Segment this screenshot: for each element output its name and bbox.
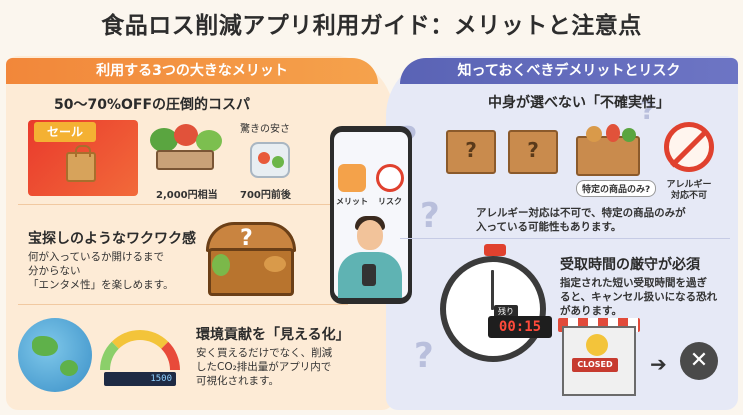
timer-tag: 残り bbox=[494, 305, 518, 318]
bento-tray-icon bbox=[156, 150, 214, 170]
vegetable-icon bbox=[272, 156, 284, 168]
tomato-icon bbox=[258, 152, 270, 164]
price-actual: 700円前後 bbox=[240, 190, 291, 201]
benefit-fun-desc: 何が入っているか開けるまで 分からない 「エンタメ性」を楽しめます。 bbox=[28, 251, 174, 291]
risks-heading: 知っておくべきデメリットとリスク bbox=[400, 58, 738, 84]
benefit-fun-title: 宝探しのようなワクワク感 bbox=[28, 231, 196, 247]
open-box-icon bbox=[576, 136, 640, 176]
vegetables-icon bbox=[150, 128, 178, 152]
question-mark-icon: ? bbox=[527, 138, 539, 162]
person-head bbox=[357, 220, 383, 250]
benefit-eco-title: 環境貢献を「見える化」 bbox=[196, 327, 350, 343]
bread-icon bbox=[586, 126, 602, 142]
no-allergy-icon bbox=[664, 122, 714, 172]
bottle-icon bbox=[606, 124, 620, 142]
risk-uncertainty-desc: アレルギー対応は不可で、特定の商品のみが 入っている可能性もあります。 bbox=[476, 207, 686, 233]
merits-heading: 利用する3つの大きなメリット bbox=[6, 58, 378, 84]
benefit-cost-title: 50～70%OFFの圧倒的コスパ bbox=[54, 97, 251, 113]
divider bbox=[18, 204, 348, 205]
sad-face-icon bbox=[586, 334, 608, 356]
stopwatch-button bbox=[484, 244, 506, 256]
price-equivalent: 2,000円相当 bbox=[156, 190, 218, 201]
divider bbox=[400, 238, 730, 239]
question-mark-icon: ? bbox=[420, 196, 440, 236]
risk-label: リスク bbox=[378, 197, 402, 206]
food-bag-icon bbox=[250, 142, 290, 178]
question-mark-icon: ? bbox=[414, 336, 434, 376]
closed-sign: CLOSED bbox=[572, 358, 618, 372]
bread-icon bbox=[264, 256, 286, 272]
arrow-right-icon: ➔ bbox=[650, 352, 667, 376]
vegetable-icon bbox=[622, 128, 636, 142]
co2-gauge-icon bbox=[100, 330, 180, 370]
timer-display: 00:15 bbox=[488, 316, 552, 338]
avocado-icon bbox=[212, 254, 230, 276]
stopwatch-hand bbox=[491, 270, 494, 310]
merit-label: メリット bbox=[336, 197, 368, 206]
allergy-label: アレルギー 対応不可 bbox=[666, 180, 712, 201]
risk-time-title: 受取時間の厳守が必須 bbox=[560, 257, 700, 273]
earth-icon bbox=[18, 318, 92, 392]
only-specific-label: 特定の商品のみ? bbox=[576, 180, 657, 197]
cancel-x-icon: ✕ bbox=[680, 342, 718, 380]
question-mark-icon: ? bbox=[640, 96, 656, 126]
mystery-box-icon bbox=[508, 130, 558, 174]
lettuce-icon bbox=[196, 130, 222, 152]
risk-time-desc: 指定された短い受取時間を過ぎ ると、キャンセル扱いになる恐れ があります。 bbox=[560, 277, 718, 317]
price-caption: 驚きの安さ bbox=[240, 124, 290, 135]
divider bbox=[18, 304, 348, 305]
merit-app-icon bbox=[338, 164, 366, 192]
question-mark-icon: ? bbox=[240, 226, 253, 251]
mystery-box-icon bbox=[446, 130, 496, 174]
continent-shape bbox=[32, 336, 58, 356]
tomato-icon bbox=[174, 124, 198, 146]
shopping-bag-icon bbox=[66, 145, 96, 182]
co2-meter-display: 1500 bbox=[104, 372, 176, 386]
handheld-phone-icon bbox=[362, 264, 376, 286]
question-mark-icon: ? bbox=[465, 138, 477, 162]
continent-shape bbox=[60, 360, 78, 376]
benefit-eco-desc: 安く買えるだけでなく、削減 したCO₂排出量がアプリ内で 可視化されます。 bbox=[196, 347, 333, 387]
sale-label: セール bbox=[34, 122, 96, 142]
risk-uncertainty-title: 中身が選べない「不確実性」 bbox=[488, 95, 670, 111]
alarm-clock-icon bbox=[376, 164, 404, 192]
page-title: 食品ロス削減アプリ利用ガイド：メリットと注意点 bbox=[101, 13, 642, 39]
